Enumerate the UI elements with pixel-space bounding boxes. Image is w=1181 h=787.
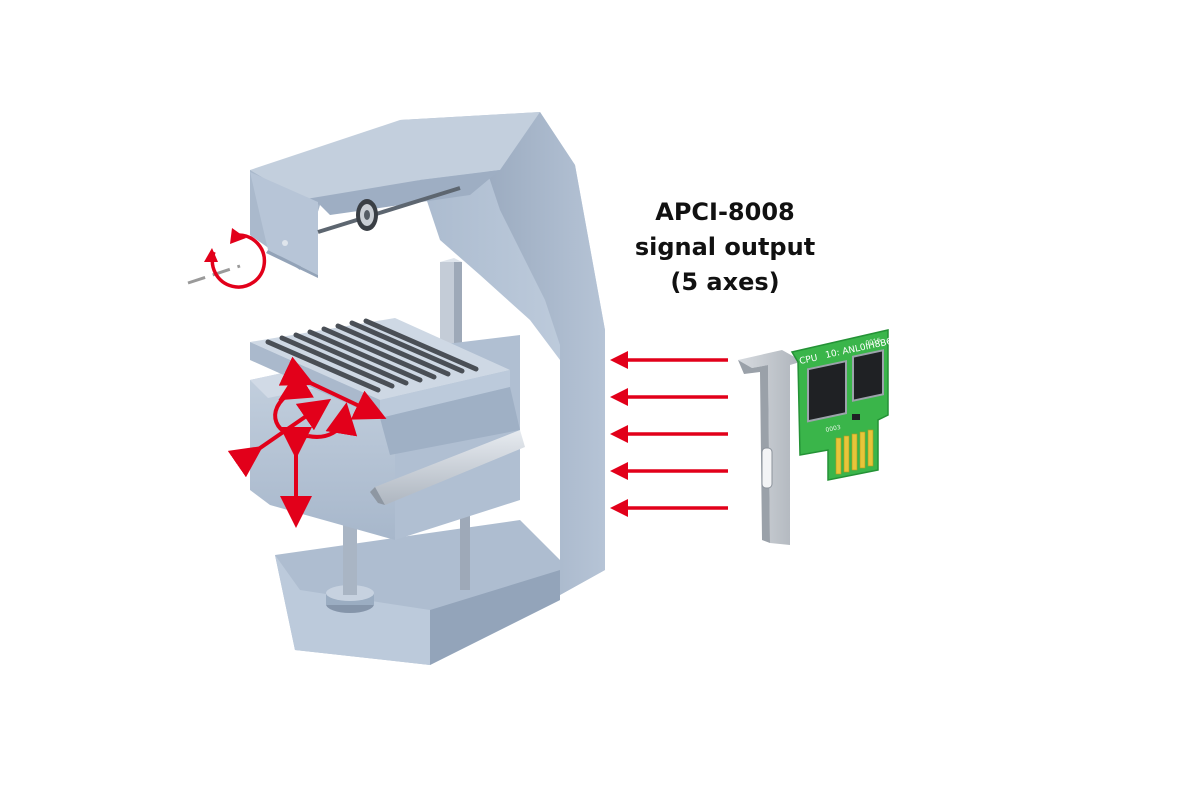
signal-arrowhead	[610, 425, 628, 443]
rotation-arrow-icon	[187, 228, 267, 289]
pcb-label-cpu: CPU	[799, 353, 819, 367]
signal-arrowhead	[610, 499, 628, 517]
cross-slide-rail	[370, 430, 525, 505]
milling-machine	[250, 112, 605, 665]
pci-bracket	[738, 350, 800, 545]
signal-arrowhead	[610, 462, 628, 480]
machine-column	[250, 112, 605, 595]
chip-marking-right: 0016	[865, 337, 882, 347]
t-slots	[265, 318, 479, 393]
chip-right	[852, 349, 884, 402]
spindle	[317, 186, 461, 234]
caption-product: APCI-8008	[655, 198, 795, 226]
chip-left	[807, 359, 847, 423]
chip-marking-left: 0003	[825, 424, 842, 434]
caption-description: signal output	[634, 233, 816, 261]
axis-arrows-icon	[227, 356, 387, 528]
caption-axes: (5 axes)	[670, 268, 780, 296]
gold-contacts	[835, 429, 874, 475]
machine-base	[275, 520, 560, 665]
signal-arrowhead	[610, 351, 628, 369]
controller-card: CPU 10: ANL0IH8B62 0003 0016	[738, 329, 899, 545]
caption: APCI-8008 signal output (5 axes)	[600, 195, 850, 300]
signal-arrowhead	[610, 388, 628, 406]
signal-arrows	[610, 351, 728, 517]
